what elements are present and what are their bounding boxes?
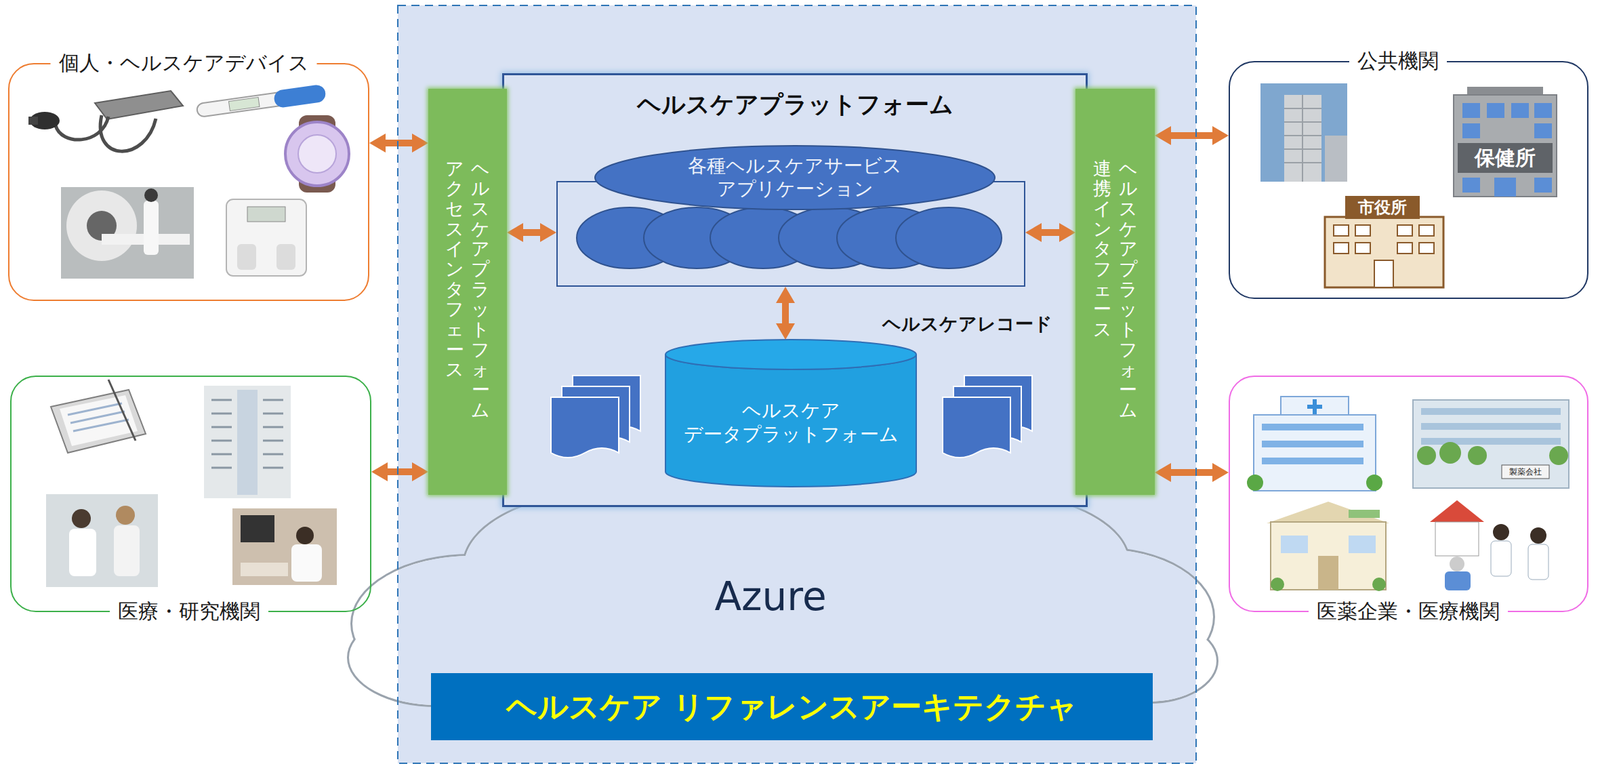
thermometer (195, 84, 327, 120)
service-group: 各種ヘルスケアサービス アプリケーション (556, 180, 1026, 287)
sign-label: 市役所 (1358, 197, 1407, 218)
double-arrow (378, 139, 419, 147)
interface-band: ヘルスケアプラットフォーム アクセスインタフェース (428, 88, 507, 495)
reference-area (397, 5, 1197, 764)
sign-label: 保健所 (1474, 145, 1536, 171)
cylinder-body (665, 354, 917, 487)
interface-band: ヘルスケアプラットフォーム 連携インタフェース (1075, 88, 1155, 495)
group-heading: 公共機関 (1349, 48, 1447, 74)
document-photo (203, 385, 291, 499)
ct-scan-photo (60, 187, 194, 279)
group-heading: 医療・研究機関 (109, 599, 269, 624)
service-circles (576, 207, 1002, 269)
double-arrow (516, 229, 547, 236)
clinic-building (1266, 501, 1390, 591)
record-label: ヘルスケアレコード (882, 313, 1053, 335)
cylinder-top (665, 339, 917, 370)
city-hall-building (1324, 195, 1444, 288)
sign-label: 製薬会社 (1509, 466, 1542, 477)
group-box: 医療・研究機関 (10, 375, 372, 612)
double-arrow (1164, 468, 1220, 476)
cloud-name: Azure (714, 573, 827, 621)
double-arrow (1034, 229, 1066, 236)
tower-photo (1260, 83, 1348, 182)
database-name: ヘルスケア データプラットフォーム (675, 398, 907, 446)
database-cylinder: ヘルスケア データプラットフォーム (665, 339, 917, 487)
interface-name: ヘルスケアプラットフォーム アクセスインタフェース (445, 157, 490, 426)
interface-name: ヘルスケアプラットフォーム 連携インタフェース (1093, 157, 1138, 426)
double-arrow (1164, 132, 1220, 139)
ultrasound-photo (232, 508, 337, 585)
group-box: 医薬企業・医療機関 (1228, 375, 1589, 612)
hospital-building (1246, 396, 1383, 491)
banner-title: ヘルスケア リファレンスアーキテクチャ (506, 688, 1078, 726)
tablet (50, 379, 146, 453)
smart-watch (285, 115, 350, 193)
service-ellipse-shape (595, 145, 995, 210)
title-banner: ヘルスケア リファレンスアーキテクチャ (431, 672, 1153, 741)
pharma-building (1412, 399, 1569, 488)
group-box: 公共機関 (1228, 60, 1589, 299)
lab-photo (46, 494, 158, 587)
body-scale (226, 199, 307, 276)
group-box: 個人・ヘルスケアデバイス (8, 63, 370, 301)
double-arrow (380, 468, 419, 476)
platform-heading: ヘルスケアプラットフォーム (504, 90, 1086, 119)
reference-border (397, 5, 1197, 764)
group-heading: 個人・ヘルスケアデバイス (50, 50, 318, 76)
platform-box: ヘルスケアプラットフォーム各種ヘルスケアサービス アプリケーションヘルスケア デ… (502, 73, 1088, 507)
group-heading: 医薬企業・医療機関 (1308, 599, 1508, 624)
home-care-scene (1429, 500, 1549, 591)
double-arrow (782, 296, 789, 331)
service-name: 各種ヘルスケアサービス アプリケーション (652, 154, 938, 200)
health-center-building (1453, 86, 1557, 197)
blood-pressure-monitor (28, 90, 183, 152)
